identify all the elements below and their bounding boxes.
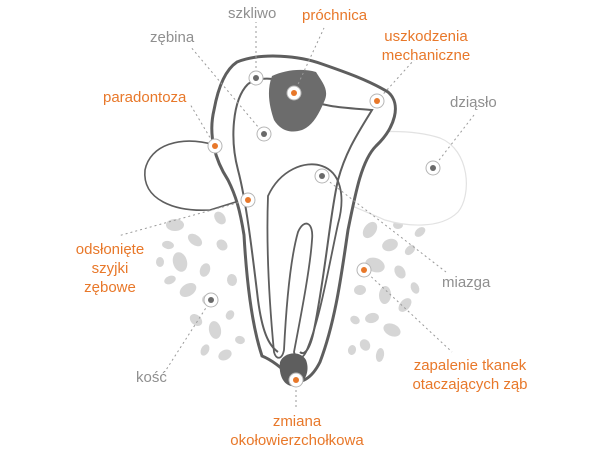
- marker-dot: [374, 98, 380, 104]
- marker-szkliwo: [248, 70, 264, 86]
- leader-line: [321, 175, 447, 273]
- marker-dot: [361, 267, 367, 273]
- bone-pebble: [359, 339, 371, 351]
- bone-pebble: [375, 348, 385, 362]
- marker-dot: [253, 75, 259, 81]
- bone-pebble: [225, 310, 235, 320]
- bone-pebble: [199, 263, 211, 277]
- label-odsloniete-line2: szyjki: [91, 260, 129, 277]
- bone-pebble: [382, 238, 398, 252]
- bone-pebble: [166, 219, 184, 231]
- leader-line: [189, 45, 265, 135]
- bone-pebble: [378, 286, 392, 304]
- bone-pebble: [214, 211, 226, 225]
- bone-pebble: [362, 221, 378, 239]
- label-szkliwo: szkliwo: [228, 5, 277, 22]
- gum-shape: [339, 130, 467, 226]
- marker-dot: [430, 165, 436, 171]
- marker-dziaslo: [425, 160, 441, 176]
- bone-pebble: [172, 252, 188, 272]
- label-kosc: kość: [136, 369, 167, 386]
- leader-line: [376, 59, 415, 102]
- bone-pebble: [155, 257, 165, 267]
- bone-pebble: [350, 315, 360, 325]
- marker-dot: [208, 297, 214, 303]
- marker-zmiana: [288, 372, 304, 388]
- label-zapalenie-line1: zapalenie tkanek: [413, 357, 527, 374]
- label-uszkodzenia-line1: uszkodzenia: [384, 28, 468, 45]
- label-zmiana-line1: zmiana: [272, 413, 322, 430]
- bone-pebble: [404, 244, 416, 256]
- marker-zebina: [256, 126, 272, 142]
- marker-paradontoza: [207, 138, 223, 154]
- bone-pebble: [164, 275, 176, 285]
- marker-dot: [291, 90, 297, 96]
- marker-dot: [319, 173, 325, 179]
- label-miazga: miazga: [442, 274, 491, 291]
- marker-uszkodzenia: [369, 93, 385, 109]
- bone-pebble: [235, 335, 245, 345]
- label-odsloniete-line3: zębowe: [84, 279, 136, 296]
- bone-pebble: [354, 284, 366, 296]
- pulp-chamber: [266, 163, 343, 359]
- marker-dot: [261, 131, 267, 137]
- marker-odsloniete: [240, 192, 256, 208]
- label-zapalenie-tkanek: zapalenie tkanek otaczających ząb: [395, 356, 545, 394]
- decay-area: [268, 69, 327, 132]
- bone-pebble: [394, 265, 406, 279]
- bone-pebble: [162, 240, 174, 250]
- label-zebina: zębina: [150, 29, 195, 46]
- marker-dot: [245, 197, 251, 203]
- marker-dot: [293, 377, 299, 383]
- leader-line: [189, 103, 216, 147]
- bone-pebble: [200, 344, 210, 356]
- bone-pebble: [226, 274, 238, 286]
- leader-line: [293, 27, 325, 94]
- label-uszkodzenia-mechaniczne: uszkodzenia mechaniczne: [372, 27, 480, 65]
- bone-pebble: [189, 314, 203, 326]
- label-odsloniete-szyjki-zebowe: odsłonięte szyjki zębowe: [55, 240, 165, 297]
- bone-pebble: [414, 227, 426, 237]
- marker-dot: [212, 143, 218, 149]
- label-zapalenie-line2: otaczających ząb: [412, 376, 528, 393]
- marker-prochnica: [286, 85, 302, 101]
- bone-pebble: [410, 282, 420, 294]
- label-uszkodzenia-line2: mechaniczne: [381, 47, 471, 64]
- point-markers: [203, 70, 441, 388]
- marker-kosc: [203, 292, 219, 308]
- leader-line: [432, 114, 475, 169]
- bone-pebble: [347, 345, 357, 355]
- label-dziaslo: dziąsło: [450, 94, 497, 111]
- bone-pebble: [179, 283, 197, 297]
- bone-pebble: [187, 233, 203, 247]
- marker-zapalenie: [356, 262, 372, 278]
- label-zmiana-okolowierzcholkowa: zmiana okołowierzchołkowa: [212, 412, 382, 450]
- bone-pebble: [365, 312, 379, 324]
- bone-pebble: [398, 298, 412, 312]
- label-paradontoza: paradontoza: [103, 89, 187, 106]
- bone-pebble: [216, 239, 228, 251]
- dentin-line-left: [232, 83, 279, 353]
- bone-pebble: [218, 349, 232, 361]
- bone-pebble: [208, 321, 222, 339]
- leader-lines: [117, 22, 475, 410]
- label-prochnica: próchnica: [302, 7, 368, 24]
- leader-line: [363, 269, 453, 353]
- bone-pebble: [383, 323, 401, 337]
- label-odsloniete-line1: odsłonięte: [75, 241, 145, 258]
- marker-miazga: [314, 168, 330, 184]
- leader-line: [165, 299, 212, 371]
- label-zmiana-line2: okołowierzchołkowa: [230, 432, 364, 449]
